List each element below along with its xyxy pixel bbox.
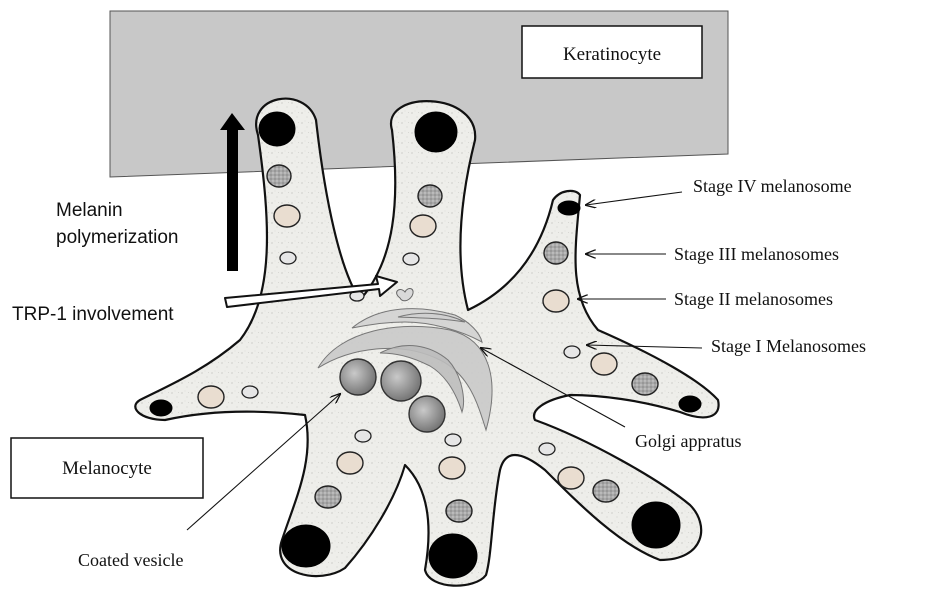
vesicle-label: Coated vesicle [78,550,183,570]
melanocyte-label-box: Melanocyte [11,438,203,498]
stage3-label: Stage III melanosomes [674,244,839,264]
vesicle-3 [409,396,445,432]
vesicle-1 [340,359,376,395]
keratinocyte-label: Keratinocyte [563,44,661,65]
stage4-pointer [586,192,682,205]
stage2-label: Stage II melanosomes [674,289,833,309]
keratinocyte-label-box: Keratinocyte [522,26,702,78]
golgi-label: Golgi appratus [635,431,741,451]
stage1-label: Stage I Melanosomes [711,336,866,356]
melanocyte-label: Melanocyte [62,458,152,479]
melanin-label-line1: Melanin [56,200,123,221]
melanin-label-line2: polymerization [56,227,179,248]
vesicle-2 [381,361,421,401]
trp1-label: TRP-1 involvement [12,304,174,325]
stage4-label: Stage IV melanosome [693,176,852,196]
